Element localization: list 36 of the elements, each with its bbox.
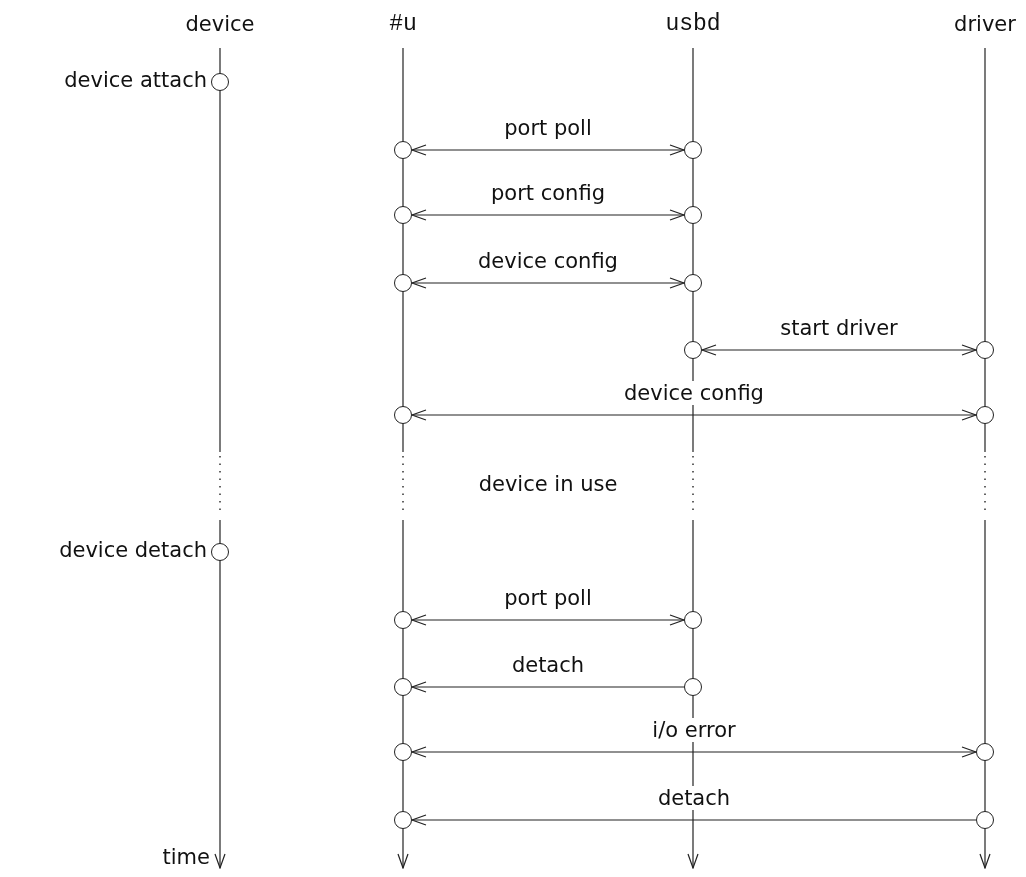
- event-circle: [976, 811, 994, 829]
- arrow: [411, 814, 977, 826]
- event-circle: [394, 406, 412, 424]
- lifeline-title: #u: [389, 12, 417, 36]
- arrow: [411, 144, 685, 156]
- event-circle: [394, 811, 412, 829]
- event-circle: [394, 743, 412, 761]
- event-circle: [684, 341, 702, 359]
- event-circle: [394, 274, 412, 292]
- event-caption: device detach: [59, 538, 207, 562]
- event-caption: device attach: [64, 68, 207, 92]
- arrow: [411, 277, 685, 289]
- event-circle: [976, 341, 994, 359]
- arrow: [701, 344, 977, 356]
- lifeline-title: driver: [954, 12, 1016, 36]
- lifeline-title: usbd: [665, 12, 721, 36]
- arrow: [411, 209, 685, 221]
- event-circle: [976, 743, 994, 761]
- event-circle: [394, 678, 412, 696]
- axis-label: time: [162, 845, 210, 869]
- lifeline-title: device: [185, 12, 255, 36]
- event-circle: [211, 73, 229, 91]
- event-circle: [684, 611, 702, 629]
- event-circle: [211, 543, 229, 561]
- event-circle: [684, 141, 702, 159]
- event-circle: [976, 406, 994, 424]
- event-circle: [684, 206, 702, 224]
- event-circle: [684, 274, 702, 292]
- arrow: [411, 409, 977, 421]
- event-circle: [394, 611, 412, 629]
- event-circle: [394, 141, 412, 159]
- event-circle: [684, 678, 702, 696]
- arrow: [411, 681, 685, 693]
- arrow: [411, 614, 685, 626]
- arrow: [411, 746, 977, 758]
- event-circle: [394, 206, 412, 224]
